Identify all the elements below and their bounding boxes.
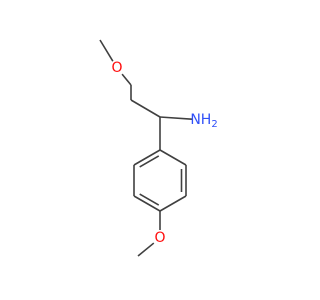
bond-o_bottom-c_methyl_bottom (137, 242, 155, 257)
bond-c_alpha-n_amine (159, 116, 193, 120)
bond-ring_c3-ring_c4 (133, 195, 161, 212)
atom-label-o_bottom: O (154, 230, 165, 246)
bond-ring_c6-ring_c1 (159, 149, 187, 166)
bond-ring_c4-ring_c5 (159, 195, 187, 212)
amine-subscript: 2 (211, 119, 217, 130)
bond-inner-ring_c3-ring_c4 (139, 193, 160, 206)
atom-label-n_amine: NH2 (190, 112, 217, 130)
bond-o_top-c_ch2_a (121, 73, 132, 86)
bond-ring_c1-ring_c2 (133, 149, 161, 166)
bond-inner-ring_c1-ring_c2 (139, 155, 160, 168)
bond-c_ch2_b-c_alpha (130, 99, 161, 118)
bond-c_methyl_top-o_top (99, 39, 114, 62)
atom-label-o_top: O (111, 60, 122, 76)
bonds-layer (99, 39, 193, 257)
